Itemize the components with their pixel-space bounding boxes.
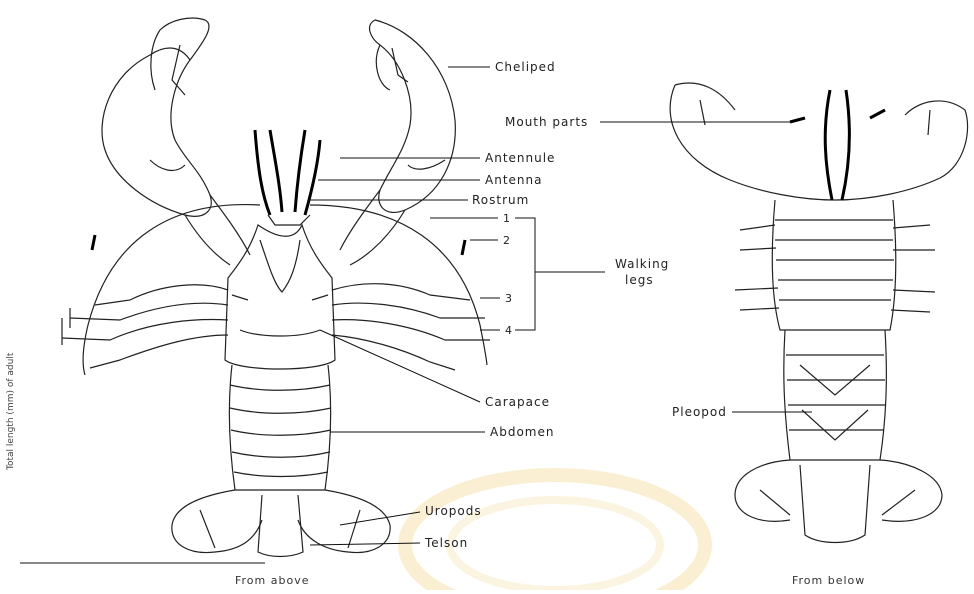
carapace-shape [225, 225, 335, 369]
leader-lines [20, 67, 812, 563]
label-mouth-parts: Mouth parts [505, 115, 588, 129]
left-cheliped [102, 18, 250, 265]
left-walking-legs [62, 235, 228, 368]
abdomen-segments [229, 365, 331, 490]
caption-bottom-view: From below [792, 574, 865, 587]
label-cheliped: Cheliped [495, 60, 556, 74]
label-rostrum: Rostrum [472, 193, 529, 207]
bottom-abdomen [784, 330, 887, 460]
tail-fan [172, 490, 390, 557]
label-leg-2: 2 [503, 234, 510, 247]
label-pleopod: Pleopod [672, 405, 727, 419]
left-long-antenna [83, 205, 260, 375]
label-leg-1: 1 [503, 212, 510, 225]
label-abdomen: Abdomen [490, 425, 554, 439]
label-carapace: Carapace [485, 395, 550, 409]
caption-side-measure: Total length (mm) of adult [6, 352, 16, 471]
label-walking-legs-line2: legs [625, 273, 654, 287]
right-long-antenna [310, 205, 487, 365]
label-telson: Telson [424, 536, 468, 550]
bottom-thorax [735, 200, 935, 330]
label-antenna: Antenna [485, 173, 542, 187]
label-leg-3: 3 [505, 292, 512, 305]
crayfish-bottom-view [670, 83, 967, 543]
right-cheliped [340, 20, 455, 265]
crayfish-top-view [62, 18, 490, 556]
right-walking-legs [332, 240, 490, 370]
antennae [255, 130, 320, 225]
bottom-claw-base [670, 85, 967, 200]
label-walking-legs-line1: Walking [615, 257, 669, 271]
label-antennule: Antennule [485, 151, 555, 165]
bottom-tail-fan [735, 460, 942, 543]
watermark-seal [405, 475, 705, 590]
caption-front-view: From above [235, 574, 309, 587]
label-uropods: Uropods [425, 504, 482, 518]
label-leg-4: 4 [505, 324, 512, 337]
